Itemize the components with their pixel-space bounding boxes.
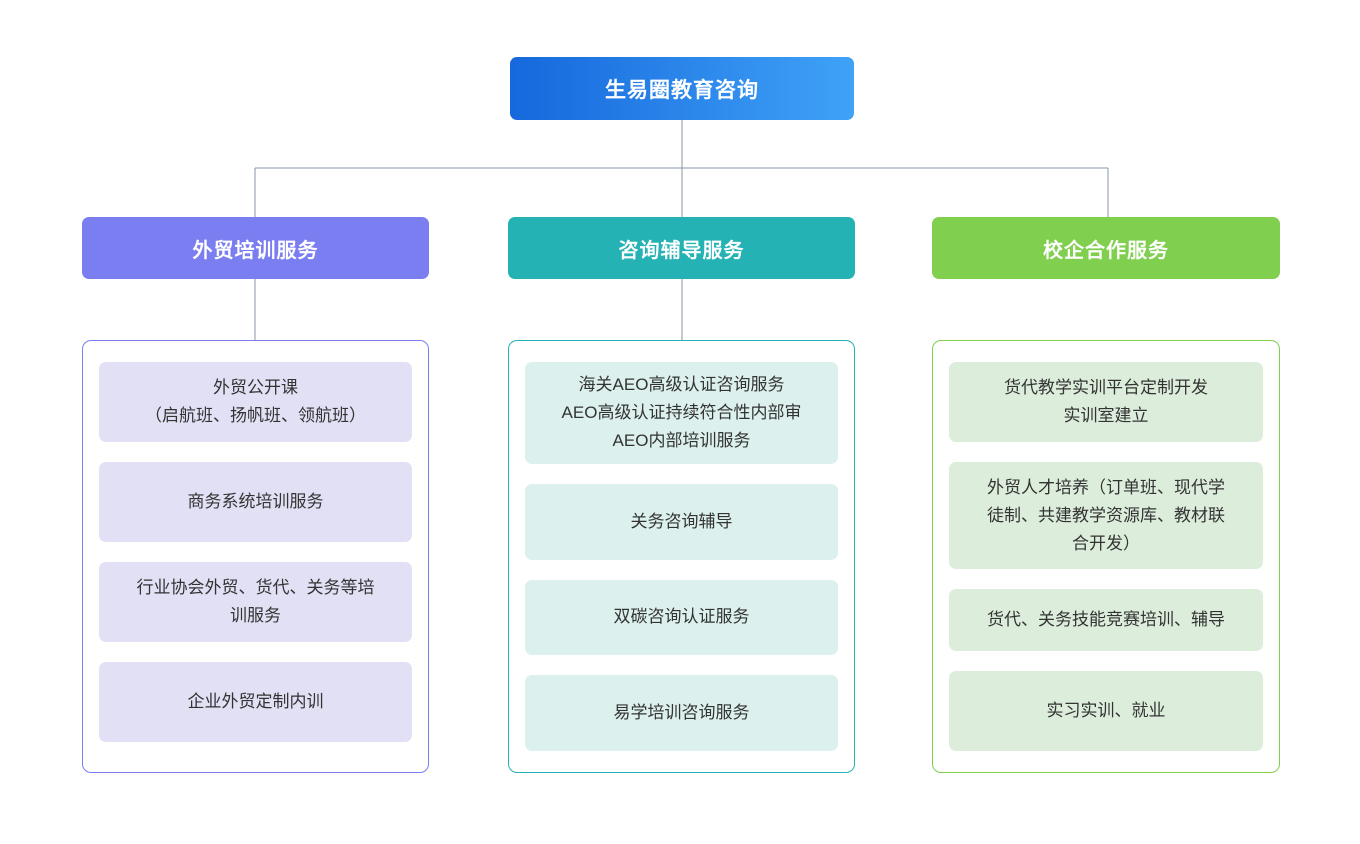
root-node-label: 生易圈教育咨询 bbox=[605, 78, 759, 102]
category-group-3: 货代教学实训平台定制开发 实训室建立 外贸人才培养（订单班、现代学 徒制、共建教… bbox=[932, 340, 1280, 773]
service-card-label: 外贸公开课 （启航班、扬帆班、领航班） bbox=[145, 378, 366, 425]
service-card[interactable]: 商务系统培训服务 bbox=[99, 462, 412, 542]
service-card-label: 实习实训、就业 bbox=[1046, 701, 1166, 721]
service-card-label: 商务系统培训服务 bbox=[187, 492, 324, 511]
category-header-1-label: 外贸培训服务 bbox=[192, 239, 319, 262]
service-card-label: 企业外贸定制内训 bbox=[187, 692, 324, 711]
service-card[interactable]: 货代教学实训平台定制开发 实训室建立 bbox=[949, 362, 1263, 442]
category-group-1: 外贸公开课 （启航班、扬帆班、领航班） 商务系统培训服务 行业协会外贸、货代、关… bbox=[82, 340, 429, 773]
service-card[interactable]: 外贸人才培养（订单班、现代学 徒制、共建教学资源库、教材联 合开发） bbox=[949, 461, 1263, 570]
category-header-3[interactable]: 校企合作服务 bbox=[932, 217, 1280, 279]
category-group-2: 海关AEO高级认证咨询服务 AEO高级认证持续符合性内部审 AEO内部培训服务 … bbox=[508, 340, 855, 773]
service-card-label: 行业协会外贸、货代、关务等培 训服务 bbox=[136, 578, 375, 625]
service-card-label: 货代教学实训平台定制开发 实训室建立 bbox=[1004, 377, 1208, 425]
service-card-label: 货代、关务技能竞赛培训、辅导 bbox=[987, 610, 1225, 630]
service-card[interactable]: 货代、关务技能竞赛培训、辅导 bbox=[949, 589, 1263, 652]
service-card[interactable]: 双碳咨询认证服务 bbox=[525, 579, 838, 656]
service-card-label: 海关AEO高级认证咨询服务 AEO高级认证持续符合性内部审 AEO内部培训服务 bbox=[561, 374, 802, 450]
category-header-3-label: 校企合作服务 bbox=[1043, 239, 1169, 262]
service-card[interactable]: 行业协会外贸、货代、关务等培 训服务 bbox=[99, 562, 412, 642]
service-card[interactable]: 易学培训咨询服务 bbox=[525, 675, 838, 751]
category-header-2[interactable]: 咨询辅导服务 bbox=[508, 217, 855, 279]
service-card-label: 关务咨询辅导 bbox=[630, 511, 733, 531]
service-card[interactable]: 海关AEO高级认证咨询服务 AEO高级认证持续符合性内部审 AEO内部培训服务 bbox=[525, 362, 838, 464]
service-card[interactable]: 实习实训、就业 bbox=[949, 671, 1263, 752]
root-node[interactable]: 生易圈教育咨询 bbox=[510, 57, 854, 120]
service-card-label: 双碳咨询认证服务 bbox=[613, 607, 750, 627]
service-card-label: 外贸人才培养（订单班、现代学 徒制、共建教学资源库、教材联 合开发） bbox=[987, 477, 1225, 553]
category-header-1[interactable]: 外贸培训服务 bbox=[82, 217, 429, 279]
service-card[interactable]: 关务咨询辅导 bbox=[525, 483, 838, 560]
service-card-label: 易学培训咨询服务 bbox=[613, 703, 750, 723]
service-card[interactable]: 企业外贸定制内训 bbox=[99, 662, 412, 742]
category-header-2-label: 咨询辅导服务 bbox=[618, 239, 745, 262]
service-card[interactable]: 外贸公开课 （启航班、扬帆班、领航班） bbox=[99, 362, 412, 442]
